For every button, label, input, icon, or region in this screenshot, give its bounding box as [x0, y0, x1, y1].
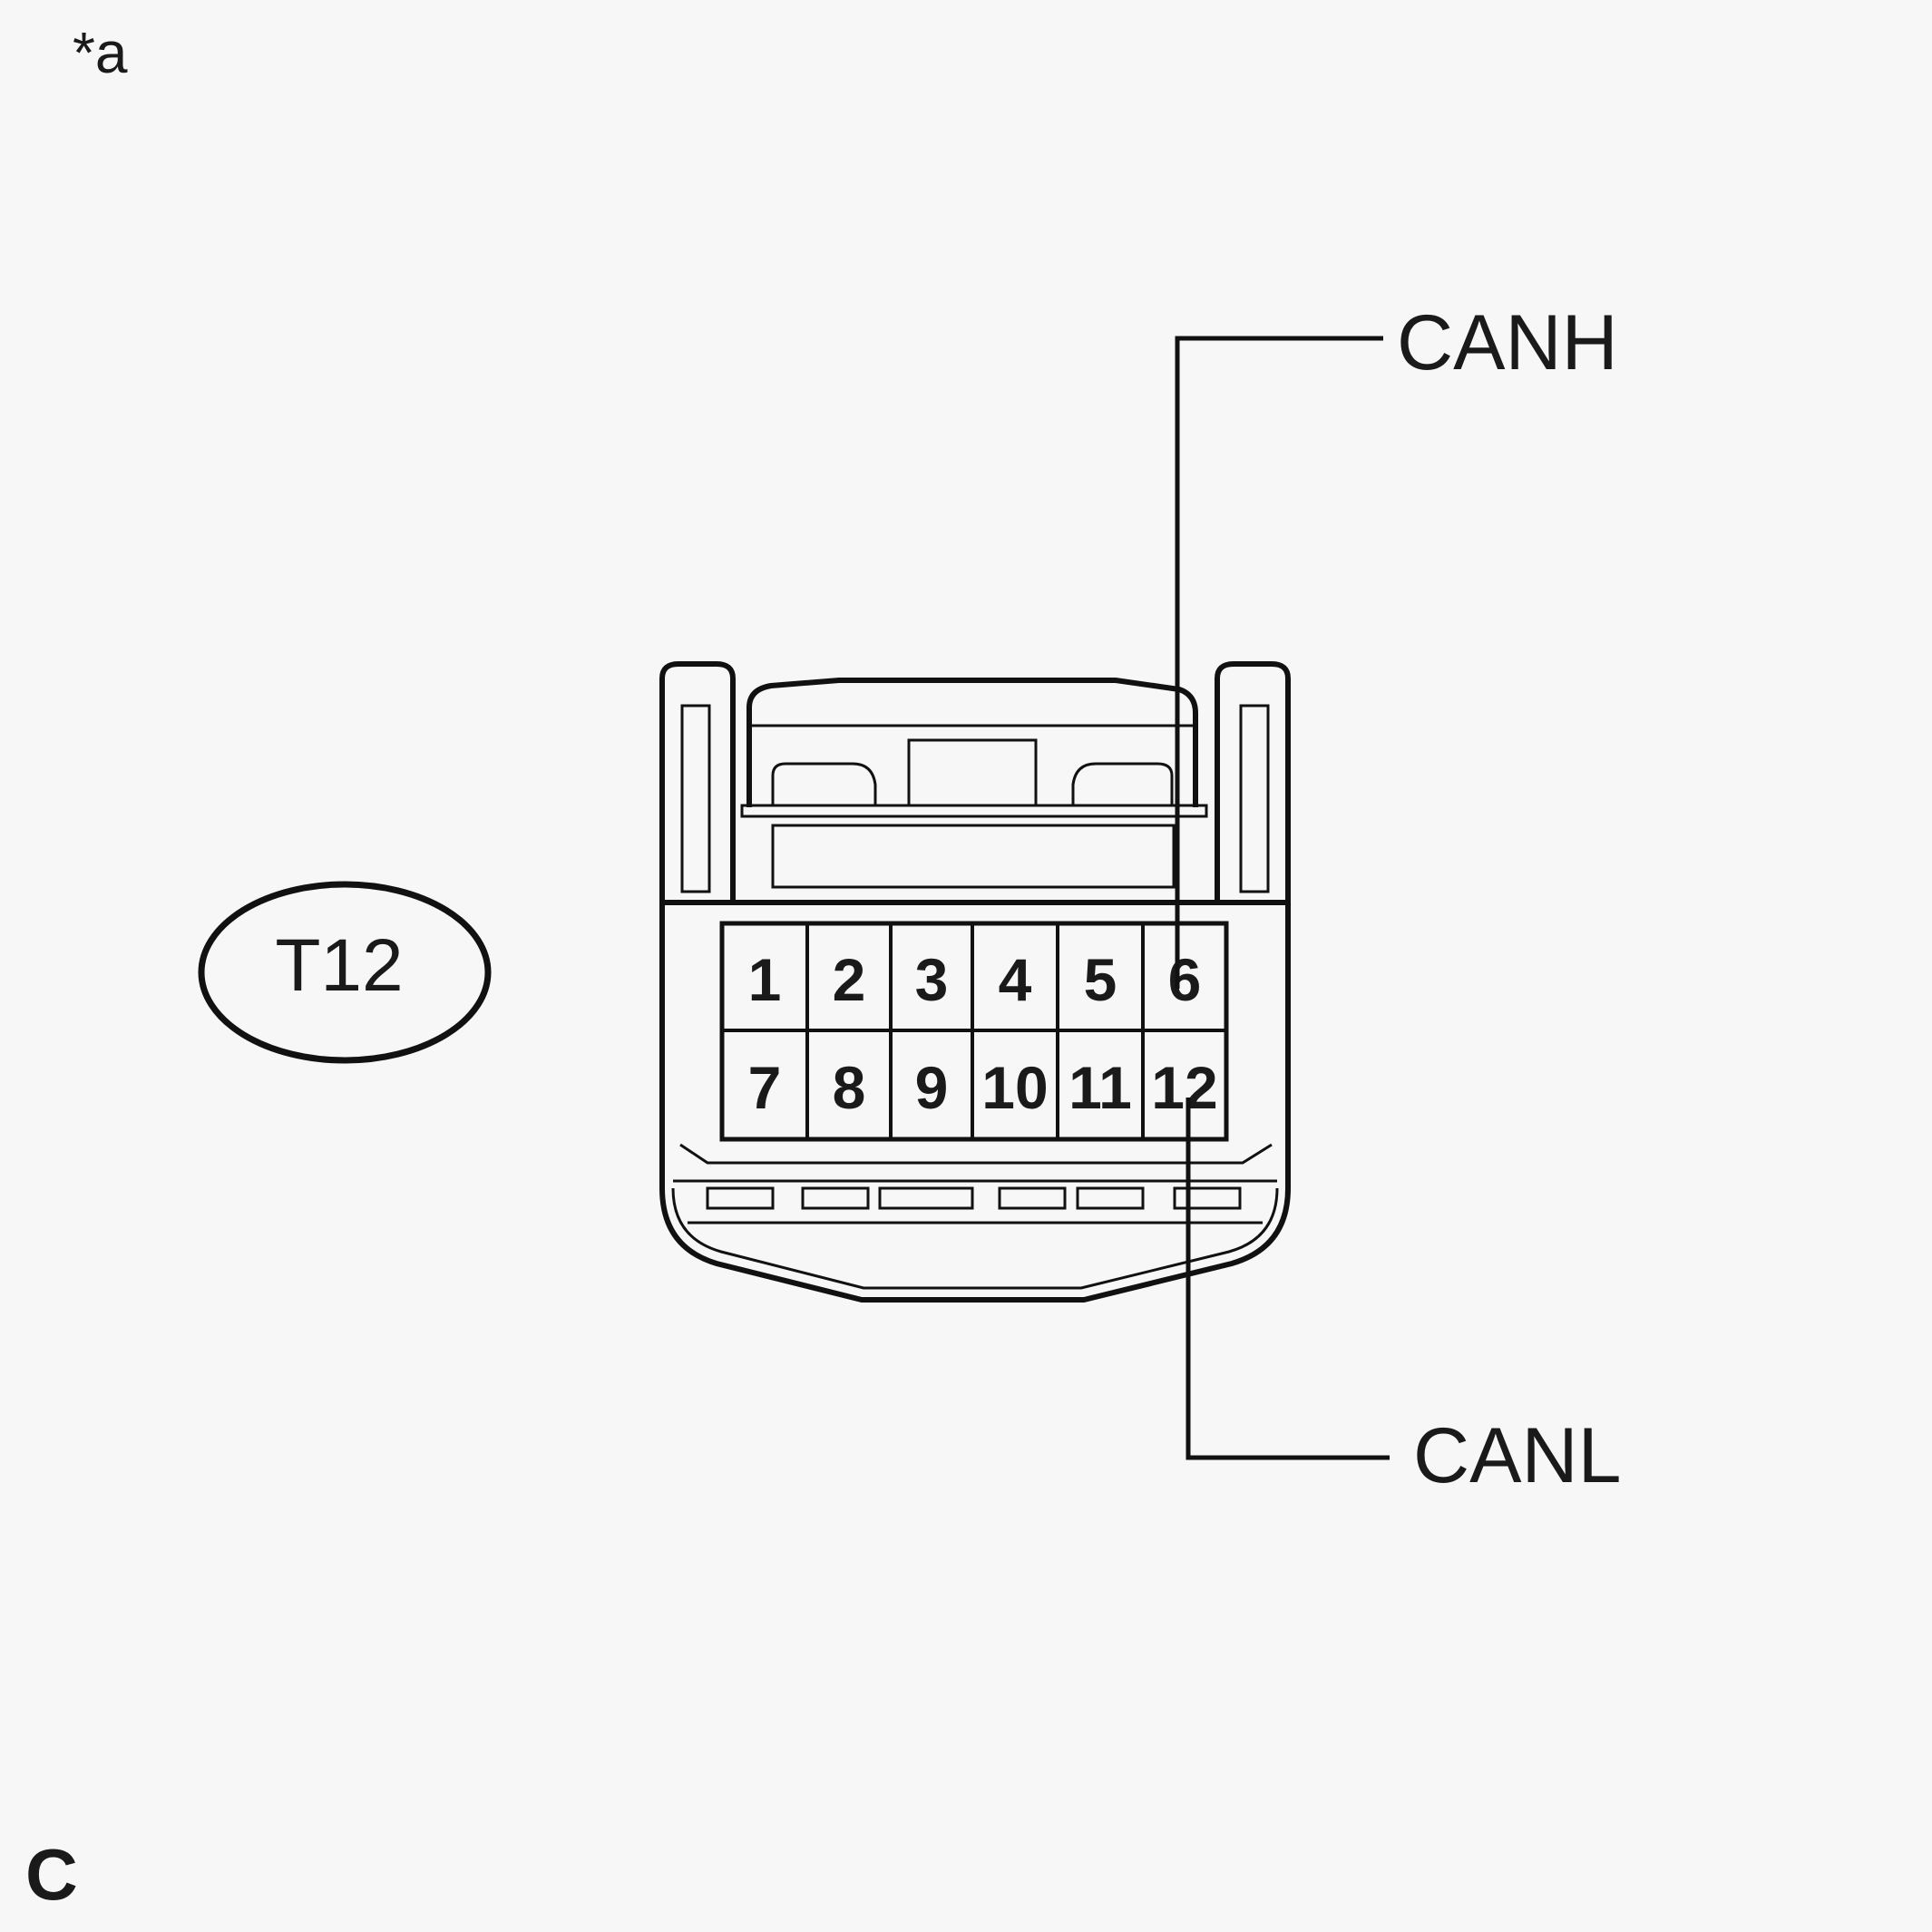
pin-number-11: 11 — [1068, 1054, 1132, 1121]
corner-code-label: C — [25, 1834, 78, 1915]
canl-label: CANL — [1413, 1412, 1621, 1499]
connector-id-badge: T12 — [198, 881, 492, 1064]
canh-label: CANH — [1397, 299, 1618, 386]
pin-number-5: 5 — [1084, 946, 1117, 1013]
canh-leader-line — [1175, 336, 1383, 989]
connector-id-label: T12 — [275, 924, 403, 1007]
marker-label: *a — [73, 20, 128, 85]
pin-number-6: 6 — [1168, 946, 1202, 1013]
pin-number-2: 2 — [833, 946, 866, 1013]
pin-number-12: 12 — [1151, 1054, 1217, 1121]
pin-number-1: 1 — [748, 946, 782, 1013]
canl-leader-line — [1186, 1098, 1390, 1460]
pin-number-3: 3 — [915, 946, 949, 1013]
pin-number-9: 9 — [915, 1054, 949, 1121]
pin-number-7: 7 — [748, 1054, 782, 1121]
pin-number-8: 8 — [833, 1054, 866, 1121]
pin-number-4: 4 — [999, 946, 1032, 1013]
pin-cell-12 — [1141, 1029, 1228, 1141]
pin-number-10: 10 — [981, 1054, 1048, 1121]
